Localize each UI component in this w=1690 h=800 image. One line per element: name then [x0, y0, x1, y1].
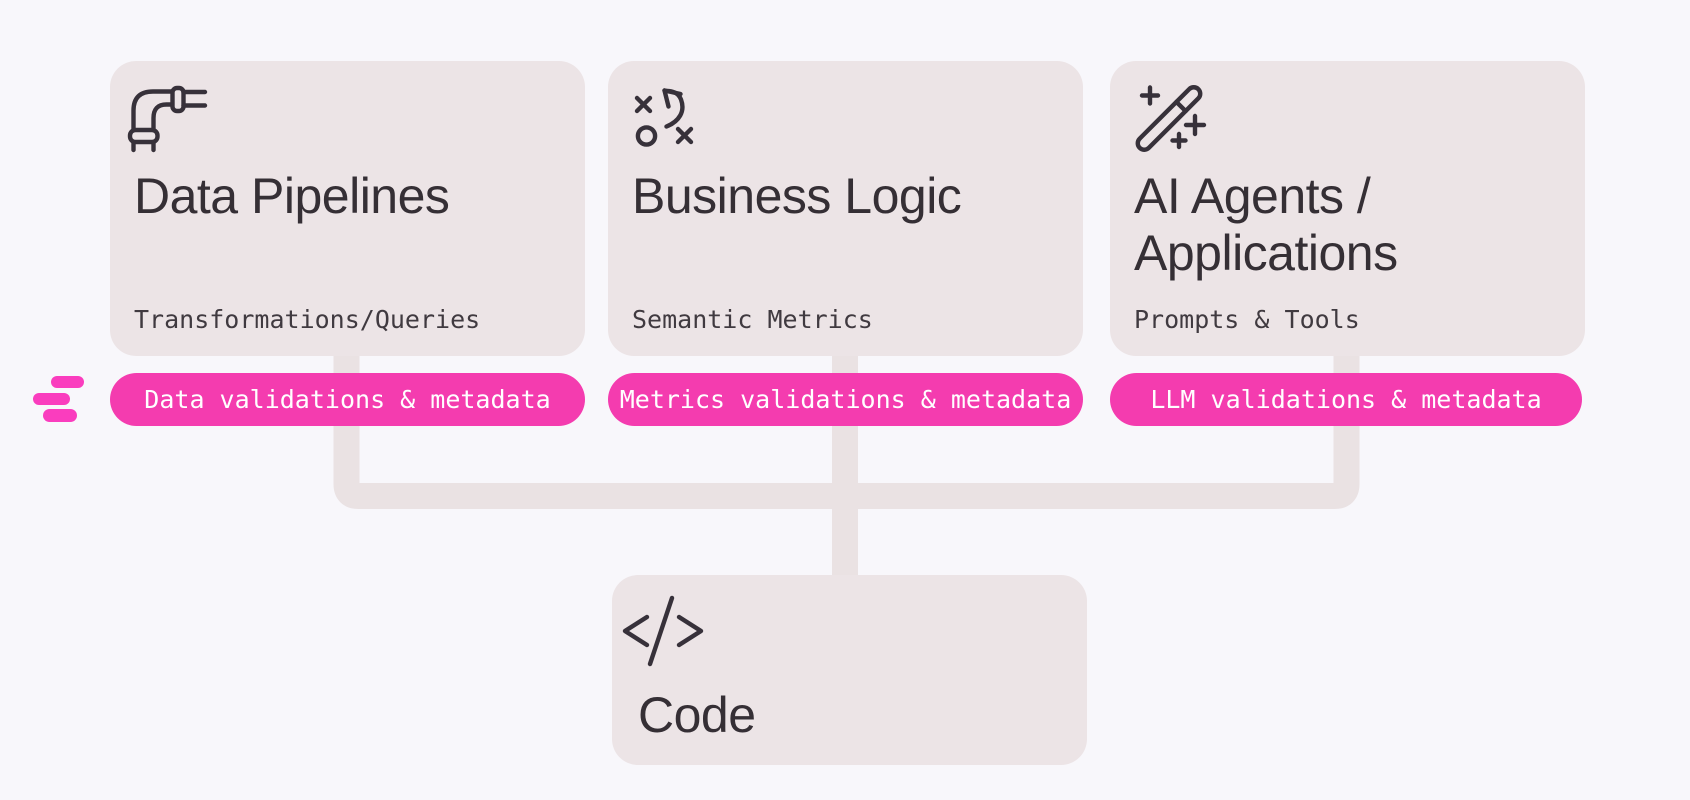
card-title: Code — [638, 687, 756, 743]
logo-bar-bottom — [43, 409, 77, 422]
badge-label: Metrics validations & metadata — [619, 385, 1072, 414]
card-code: Code — [612, 575, 1087, 765]
card-ai-agents: AI Agents / Applications Prompts & Tools — [1110, 61, 1585, 356]
magic-wand-icon — [1135, 85, 1207, 152]
card-subtitle: Transformations/Queries — [134, 305, 481, 334]
card-title: AI Agents / Applications — [1134, 168, 1398, 281]
card-data-pipelines: Data Pipelines Transformations/Queries — [110, 61, 585, 356]
badge-data-validations: Data validations & metadata — [110, 373, 585, 426]
card-title: Business Logic — [632, 168, 962, 224]
card-title: Data Pipelines — [134, 168, 450, 224]
code-icon — [622, 595, 704, 667]
logo-bar-middle — [33, 393, 70, 405]
logo-bar-top — [51, 376, 84, 388]
pipe-icon — [127, 85, 208, 153]
badge-label: LLM validations & metadata — [1150, 385, 1542, 414]
brand-logo — [33, 376, 88, 422]
strategy-icon — [634, 88, 694, 147]
card-business-logic: Business Logic Semantic Metrics — [608, 61, 1083, 356]
badge-llm-validations: LLM validations & metadata — [1110, 373, 1582, 426]
card-subtitle: Prompts & Tools — [1134, 305, 1360, 334]
badge-metrics-validations: Metrics validations & metadata — [608, 373, 1083, 426]
badge-label: Data validations & metadata — [144, 385, 551, 414]
card-subtitle: Semantic Metrics — [632, 305, 873, 334]
